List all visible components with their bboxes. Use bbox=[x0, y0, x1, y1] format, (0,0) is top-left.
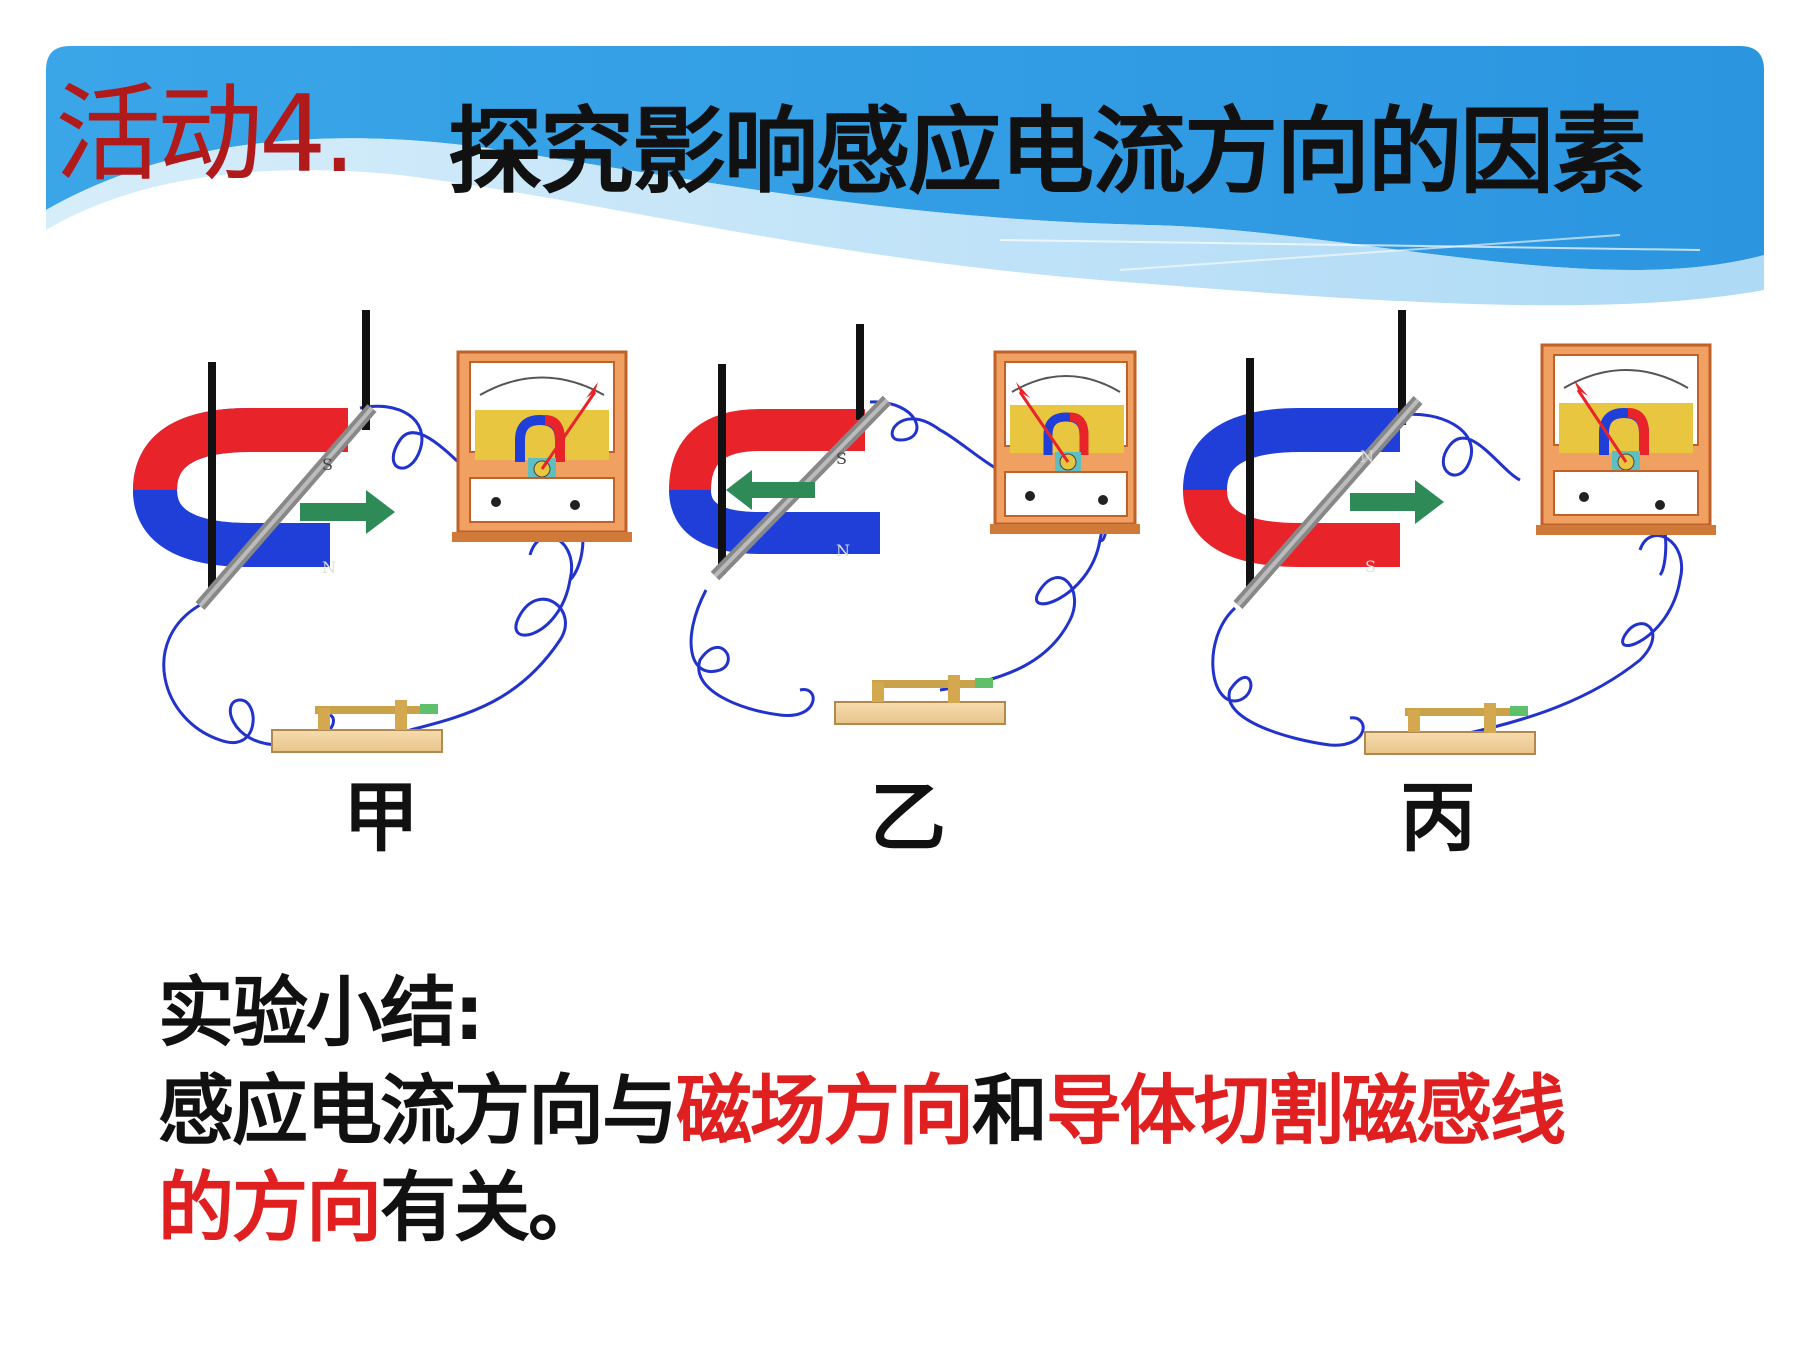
title-banner bbox=[46, 46, 1764, 306]
summary-highlight-field: 磁场方向 bbox=[676, 1066, 974, 1155]
summary-text: 有关。 bbox=[380, 1163, 604, 1252]
summary-highlight-motion: 导体切割磁感线 bbox=[1046, 1066, 1566, 1155]
magnet-pole-bottom: N bbox=[322, 558, 336, 577]
magnet-pole-bottom: N bbox=[836, 541, 850, 560]
figure-label-yi: 乙 bbox=[870, 773, 946, 862]
activity-number: 活动4. bbox=[55, 73, 356, 196]
summary-line-3: 的方向有关。 bbox=[158, 1170, 604, 1246]
magnet-pole-top: S bbox=[322, 455, 333, 474]
summary-heading: 实验小结: bbox=[158, 968, 484, 1057]
magnet-pole-top: S bbox=[836, 449, 847, 468]
setup-bing: N S bbox=[1183, 310, 1716, 755]
summary-line-2: 感应电流方向与磁场方向和导体切割磁感线 bbox=[158, 1073, 1566, 1149]
experiment-diagram: S N S N bbox=[132, 310, 1716, 755]
setup-yi: S N bbox=[669, 324, 1140, 725]
magnet-pole-bottom: S bbox=[1365, 557, 1376, 576]
summary-highlight-direction: 的方向 bbox=[158, 1163, 382, 1252]
setup-jia: S N bbox=[132, 310, 632, 753]
summary-text: 和 bbox=[972, 1066, 1048, 1155]
magnet-pole-top: N bbox=[1360, 447, 1374, 466]
figure-label-jia: 甲 bbox=[343, 773, 419, 862]
summary-text: 感应电流方向与 bbox=[158, 1066, 678, 1155]
page-title: 探究影响感应电流方向的因素 bbox=[448, 98, 1646, 207]
figure-label-bing: 丙 bbox=[1400, 773, 1476, 862]
